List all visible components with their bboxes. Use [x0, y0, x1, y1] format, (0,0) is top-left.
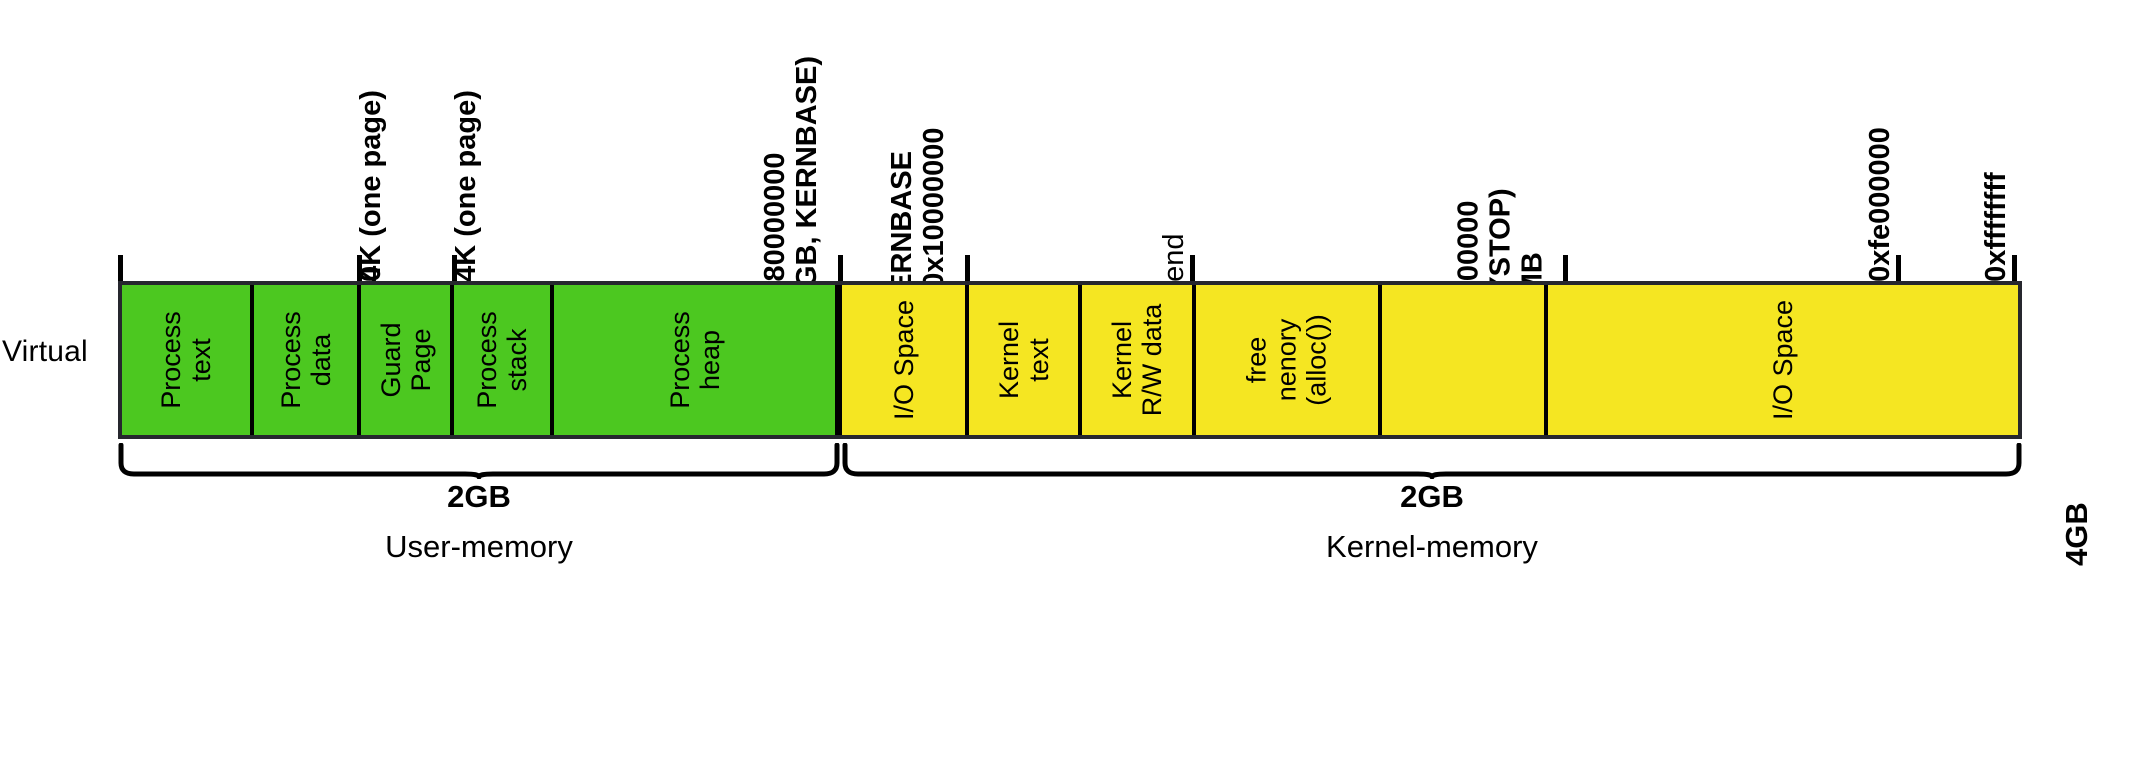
tick-label-addr-kernbase: 0x80000000 (2GB, KERNBASE): [759, 55, 824, 314]
total-size-label: 4GB: [2059, 502, 2094, 566]
tick-label-addr-4k-a: 4K (one page): [355, 90, 388, 282]
segment-label-line: text: [186, 338, 216, 382]
segment-label: I/O Space: [888, 300, 918, 420]
tick-line: 0xffffffff: [1980, 172, 2013, 282]
brace-user-label: User-memory: [385, 529, 573, 564]
segment-label-line: Process: [275, 311, 306, 409]
tick-mark-addr-fe: [1896, 255, 1901, 281]
tick-mark-addr-4k-b: [452, 255, 457, 281]
brace-kernel-memory-shape: [842, 443, 2022, 479]
tick-mark-addr-end: [1190, 255, 1195, 281]
segment-label-line: heap: [694, 329, 725, 391]
row-label-virtual: Virtual: [2, 335, 88, 368]
segment-process-stack[interactable]: Process stack: [454, 285, 554, 435]
tick-line: 4K (one page): [355, 90, 388, 282]
segment-process-text[interactable]: Process text: [122, 285, 254, 435]
segment-process-heap[interactable]: Process heap: [554, 285, 842, 435]
brace-kernel-label: Kernel-memory: [1326, 529, 1538, 564]
segment-label: Process data: [275, 311, 335, 409]
tick-line: 0xfe000000: [1864, 127, 1897, 282]
tick-label-addr-ffffffff: 0xffffffff: [1980, 172, 2013, 282]
segment-label: Kernel text: [993, 321, 1053, 399]
tick-line: 0x80000000: [759, 152, 792, 314]
segment-label-line: Process: [471, 311, 502, 409]
segment-label-line: Process: [664, 311, 695, 409]
segment-label: Process stack: [472, 311, 532, 409]
tick-mark-addr-kernbase: [838, 255, 843, 281]
segment-free-memory[interactable]: free nenory (alloc()): [1196, 285, 1382, 435]
segment-label: Kernel R/W data: [1107, 304, 1167, 417]
segment-label: I/O Space: [1768, 300, 1798, 420]
segment-label-line: nenory: [1271, 318, 1302, 402]
tick-mark-addr-ffffffff: [2012, 255, 2017, 281]
brace-user-size: 2GB: [447, 479, 511, 514]
tick-line: end: [1158, 233, 1191, 282]
segment-label-line: R/W data: [1137, 303, 1167, 417]
segment-label-line: data: [305, 333, 336, 387]
tick-label-addr-end: end: [1158, 233, 1191, 282]
segment-label-line: free: [1241, 336, 1272, 384]
virtual-memory-bar: Process text Process data Guard Page Pro…: [118, 281, 2022, 439]
segment-label-line: Kernel: [1106, 320, 1137, 400]
segment-unused-gap[interactable]: [1382, 285, 1548, 435]
tick-mark-addr-4k-a: [357, 255, 362, 281]
segment-label: Process text: [156, 311, 216, 409]
segment-label-line: text: [1023, 338, 1054, 382]
tick-label-addr-4k-b: 4K (one page): [450, 90, 483, 282]
tick-line: (2GB, KERNBASE): [791, 55, 824, 314]
segment-label: Guard Page: [375, 322, 435, 397]
segment-label-line: Process: [155, 311, 186, 409]
tick-label-addr-fe: 0xfe000000: [1864, 127, 1897, 282]
segment-io-space-high[interactable]: I/O Space: [1548, 285, 2018, 435]
segment-kernel-rw-data[interactable]: Kernel R/W data: [1082, 285, 1196, 435]
segment-guard-page[interactable]: Guard Page: [361, 285, 454, 435]
segment-label-line: (alloc()): [1302, 314, 1333, 406]
segment-io-space-low[interactable]: I/O Space: [842, 285, 969, 435]
segment-label-line: stack: [502, 328, 532, 392]
segment-process-data[interactable]: Process data: [254, 285, 361, 435]
tick-mark-addr-kernbase-plus: [965, 255, 970, 281]
tick-mark-addr-0: [118, 255, 123, 281]
segment-label-line: Guard: [375, 322, 406, 398]
brace-user-memory-shape: [118, 443, 840, 479]
tick-mark-addr-phystop: [1563, 255, 1568, 281]
tick-line: 4K (one page): [450, 90, 483, 282]
segment-label-line: I/O Space: [1767, 299, 1798, 421]
brace-user-memory: [118, 443, 840, 479]
brace-kernel-size: 2GB: [1400, 479, 1464, 514]
segment-kernel-text[interactable]: Kernel text: [969, 285, 1082, 435]
segment-label-line: Kernel: [993, 320, 1024, 400]
segment-label-line: Page: [405, 328, 436, 392]
segment-label: Process heap: [664, 311, 724, 409]
brace-kernel-memory: [842, 443, 2022, 479]
segment-label: free nenory (alloc()): [1242, 314, 1333, 406]
segment-label-line: I/O Space: [888, 299, 919, 421]
